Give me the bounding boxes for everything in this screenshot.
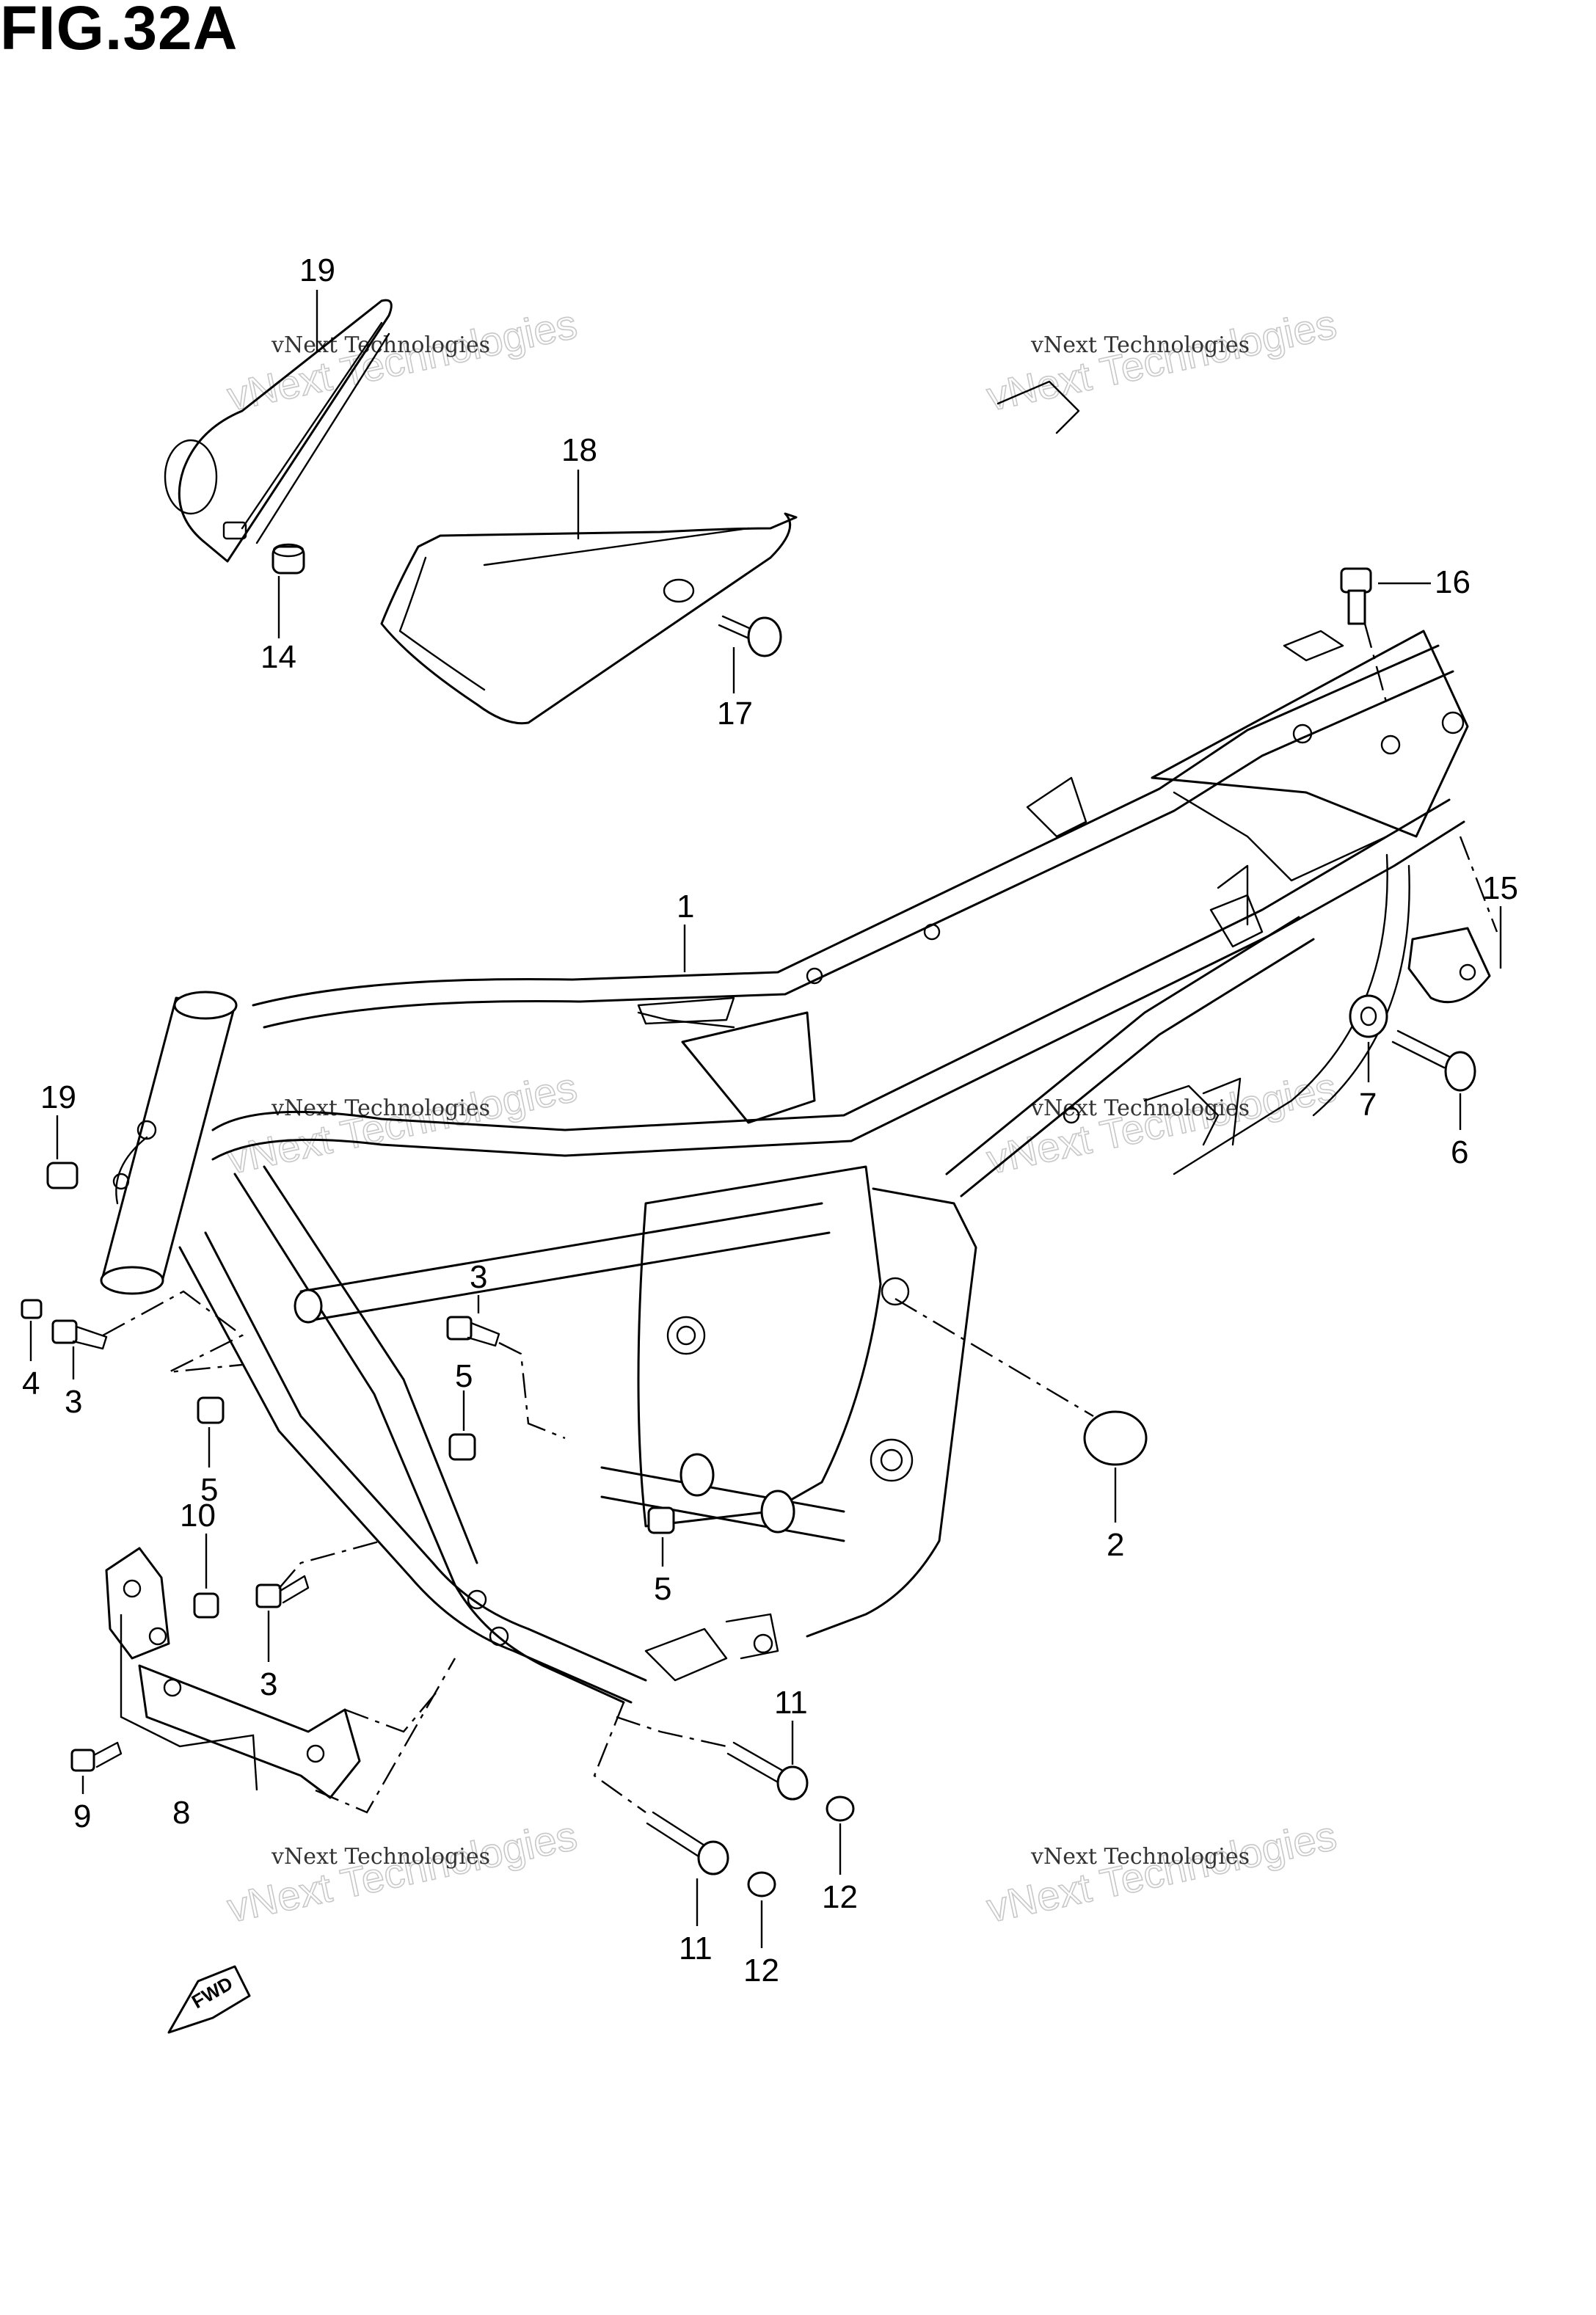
callout-5a: 5	[200, 1472, 218, 1508]
bracket-part-13	[1407, 927, 1491, 1004]
watermark-mid-left: vNext Technologies vNext Technologies	[223, 1063, 582, 1184]
callout-5c: 5	[654, 1571, 671, 1607]
callout-7: 7	[1359, 1087, 1377, 1123]
callout-numbers: 19 18 14 17 16 1 15 7 6 19 4 3 3 5 5 5 2…	[22, 252, 1518, 1988]
watermark-text: vNext Technologies	[223, 300, 580, 419]
bolt-part-9	[70, 1741, 123, 1772]
bolt-part-3a	[51, 1319, 108, 1350]
watermark-text: vNext Technologies	[983, 300, 1340, 419]
bolt-part-11b	[646, 1811, 729, 1875]
callout-6: 6	[1451, 1134, 1468, 1170]
watermark-mid-right: vNext Technologies vNext Technologies	[983, 1063, 1341, 1184]
callout-12b: 12	[743, 1953, 779, 1988]
callout-17: 17	[717, 696, 753, 732]
bolt-part-11a	[726, 1741, 809, 1801]
fwd-arrow: FWD	[167, 1965, 251, 2034]
watermark-text: vNext Technologies	[271, 1844, 490, 1870]
spacer-part-7	[1349, 994, 1388, 1038]
grommet-part-18	[272, 543, 305, 575]
assembly-lines	[102, 623, 1498, 1814]
watermark-text: vNext Technologies	[271, 332, 490, 358]
nut-part-10	[193, 1592, 219, 1619]
watermark-top-left: vNext Technologies vNext Technologies	[223, 300, 582, 420]
main-frame-part-1	[100, 380, 1469, 1704]
callout-9: 9	[73, 1798, 91, 1834]
watermark-bottom-right: vNext Technologies vNext Technologies	[983, 1812, 1341, 1932]
callout-3c: 3	[260, 1666, 277, 1702]
callout-16: 18	[561, 432, 597, 468]
callout-2: 2	[1107, 1527, 1124, 1563]
callout-15: 19	[299, 252, 335, 288]
leader-lines	[29, 290, 1502, 1948]
watermark-text: vNext Technologies	[1030, 1095, 1250, 1121]
figure-title: FIG.32A	[0, 0, 238, 62]
callout-11a: 11	[774, 1685, 808, 1721]
screw-part-17	[718, 615, 782, 657]
callout-8: 8	[172, 1795, 190, 1831]
callout-5b: 5	[455, 1358, 473, 1394]
watermark-text: vNext Technologies	[1030, 1844, 1250, 1870]
callout-10: 10	[180, 1498, 216, 1534]
callout-3a: 3	[65, 1384, 82, 1420]
nut-part-5b	[448, 1433, 476, 1461]
bolt-part-3b	[446, 1316, 500, 1347]
watermark-text: vNext Technologies	[223, 1812, 580, 1931]
engine-bracket-part-8	[105, 1547, 361, 1799]
bolt-part-3c	[255, 1575, 310, 1608]
nut-part-5a	[197, 1396, 225, 1424]
nut-part-19	[46, 1162, 79, 1189]
bolt-part-6	[1391, 1029, 1476, 1092]
callout-4: 4	[22, 1366, 40, 1401]
cap-part-12b	[747, 1871, 776, 1897]
callout-19: 19	[40, 1079, 76, 1115]
callout-1: 1	[677, 889, 694, 925]
callout-11b: 11	[679, 1931, 713, 1966]
callout-18: 14	[260, 639, 296, 675]
watermark-text: vNext Technologies	[983, 1812, 1340, 1931]
cap-part-12a	[826, 1796, 855, 1822]
watermark-text: vNext Technologies	[1030, 332, 1250, 358]
watermark-bottom-left: vNext Technologies vNext Technologies	[223, 1812, 582, 1932]
side-cover-part-16	[380, 512, 798, 725]
callout-13: 15	[1482, 870, 1518, 906]
watermark-text: vNext Technologies	[223, 1063, 580, 1182]
watermark-top-right: vNext Technologies vNext Technologies	[983, 300, 1341, 420]
callout-12a: 12	[822, 1879, 858, 1915]
nut-part-4	[21, 1299, 43, 1319]
watermark-text: vNext Technologies	[271, 1095, 490, 1121]
watermark-text: vNext Technologies	[983, 1063, 1340, 1182]
callout-3b: 3	[470, 1259, 487, 1295]
frame-cover-part-15	[164, 299, 393, 563]
plug-part-2	[1083, 1410, 1148, 1466]
nut-part-5c	[647, 1506, 675, 1534]
callout-14: 16	[1435, 564, 1471, 600]
bolt-part-14	[1340, 567, 1372, 625]
